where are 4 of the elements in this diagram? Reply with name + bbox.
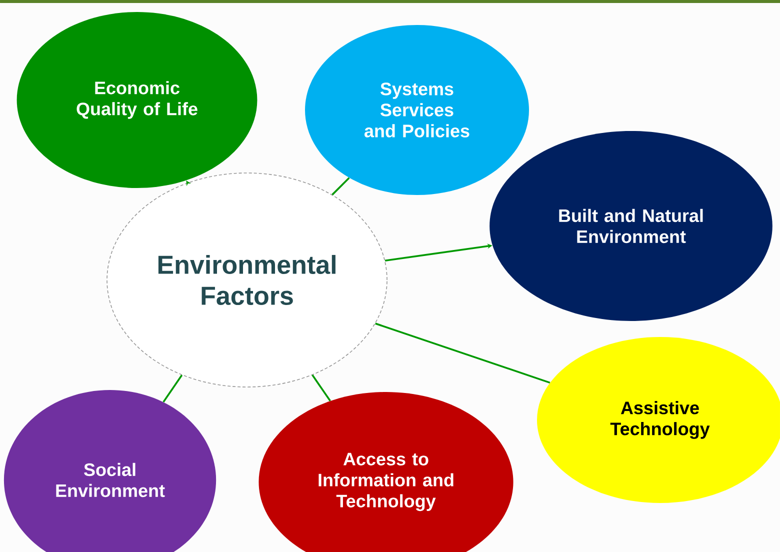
connector-line bbox=[375, 322, 550, 384]
connector-line bbox=[332, 177, 350, 196]
connector-line bbox=[162, 374, 183, 403]
connector-line bbox=[312, 374, 331, 402]
